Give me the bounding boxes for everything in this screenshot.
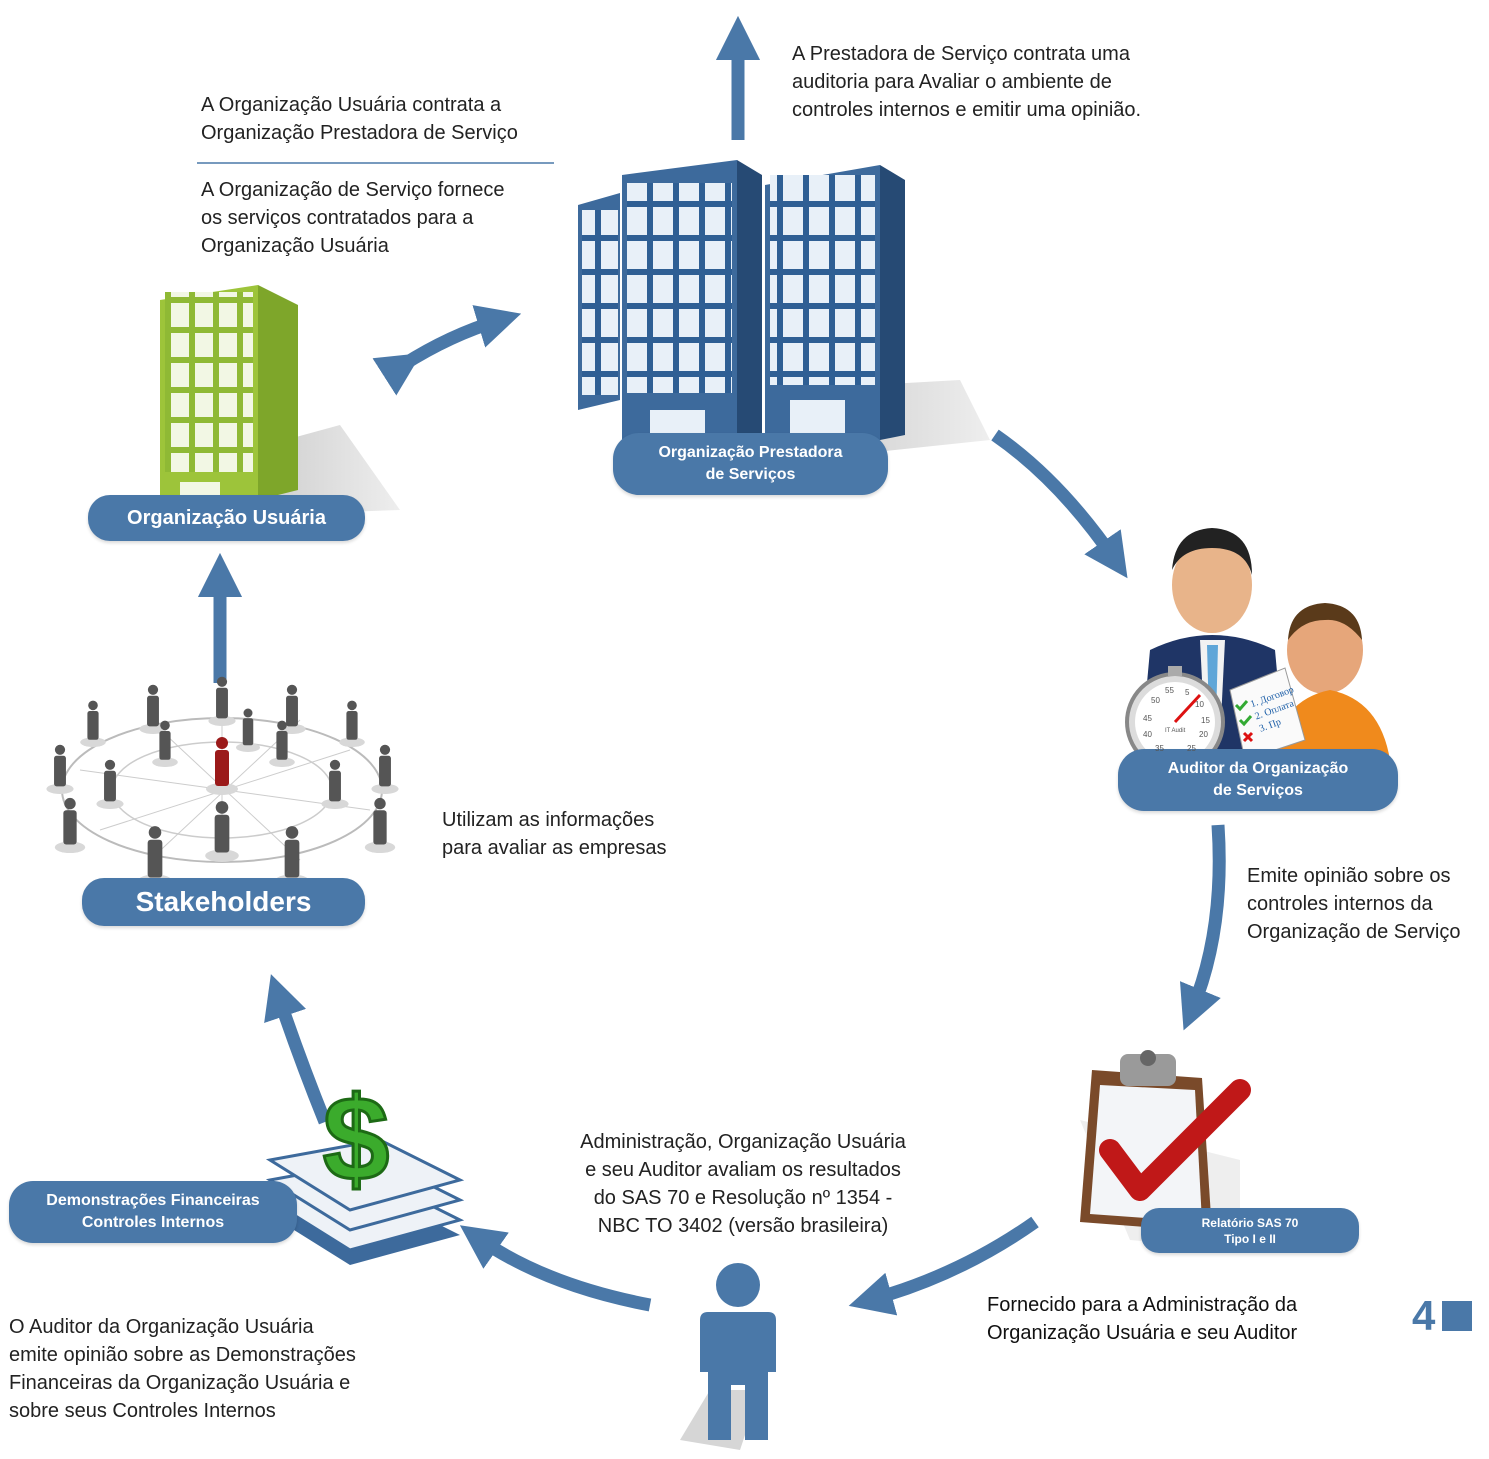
label-relatorio: Relatório SAS 70 Tipo I e II [1141,1208,1359,1253]
stakeholder-person-icon [46,744,74,795]
text-fornecido: Fornecido para a Administração da Organi… [987,1294,1298,1344]
stakeholder-person-icon [96,759,124,810]
stakeholder-person-icon [269,720,295,767]
stakeholder-person-icon [80,700,106,747]
arrow-double [372,305,522,396]
text-auditor-usuaria: O Auditor da Organização Usuária emite o… [9,1316,356,1422]
text-fornece-servicos: A Organização de Serviço fornece os serv… [201,179,505,257]
svg-text:$: $ [323,1072,390,1206]
prestadora-building-icon [578,160,990,460]
arrow-to-admin [848,1216,1039,1316]
arrow-to-demonstracoes [459,1225,652,1312]
usuaria-building-icon [160,285,400,515]
stakeholder-person-icon [339,700,365,747]
text-utilizam: Utilizam as informações para avaliar as … [442,809,667,859]
label-usuaria: Organização Usuária [88,495,365,541]
arrow-to-stakeholders [264,974,332,1125]
stakeholder-person-icon [371,744,399,795]
text-administracao: Administração, Organização Usuária e seu… [580,1131,906,1237]
text-contrata-auditoria: A Prestadora de Serviço contrata uma aud… [792,43,1142,121]
text-contrata-prestadora: A Organização Usuária contrata a Organiz… [201,94,518,144]
stakeholder-person-icon [208,676,236,727]
stopwatch-dial-text: 55 5 50 10 45 15 40 20 35 25 IT Audit [1143,686,1210,753]
stakeholder-person-icon [321,759,349,810]
label-auditor-servicos: Auditor da Organização de Serviços [1118,749,1398,811]
stakeholder-person-icon [205,801,239,862]
stakeholder-person-icon [364,797,396,853]
arrow-to-auditor [991,429,1128,579]
stakeholder-people-icons [46,676,399,887]
stakeholder-highlight-person-icon [206,737,238,795]
label-stakeholders: Stakeholders [82,878,365,926]
label-prestadora: Organização Prestadora de Serviços [613,433,888,495]
text-emite-opiniao: Emite opinião sobre os controles interno… [1247,865,1461,943]
financial-docs-icon: $ [265,1071,465,1265]
page-number: 4 [1412,1293,1473,1339]
auditor-people-icon [1125,528,1390,772]
stakeholder-person-icon [152,720,178,767]
stakeholder-person-icon [236,708,260,752]
arrow-to-relatorio [1179,824,1226,1031]
label-demonstracoes: Demonstrações Financeiras Controles Inte… [9,1181,297,1243]
stakeholder-person-icon [54,797,86,853]
page-number-square [1442,1301,1473,1331]
admin-person-icon [680,1263,776,1450]
stakeholder-person-icon [139,684,167,735]
